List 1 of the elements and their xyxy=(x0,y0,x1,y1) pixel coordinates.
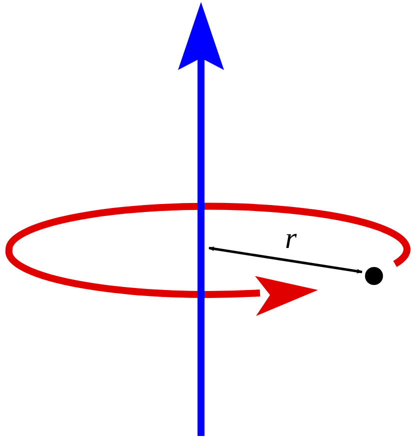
radius-label: r xyxy=(285,224,297,254)
